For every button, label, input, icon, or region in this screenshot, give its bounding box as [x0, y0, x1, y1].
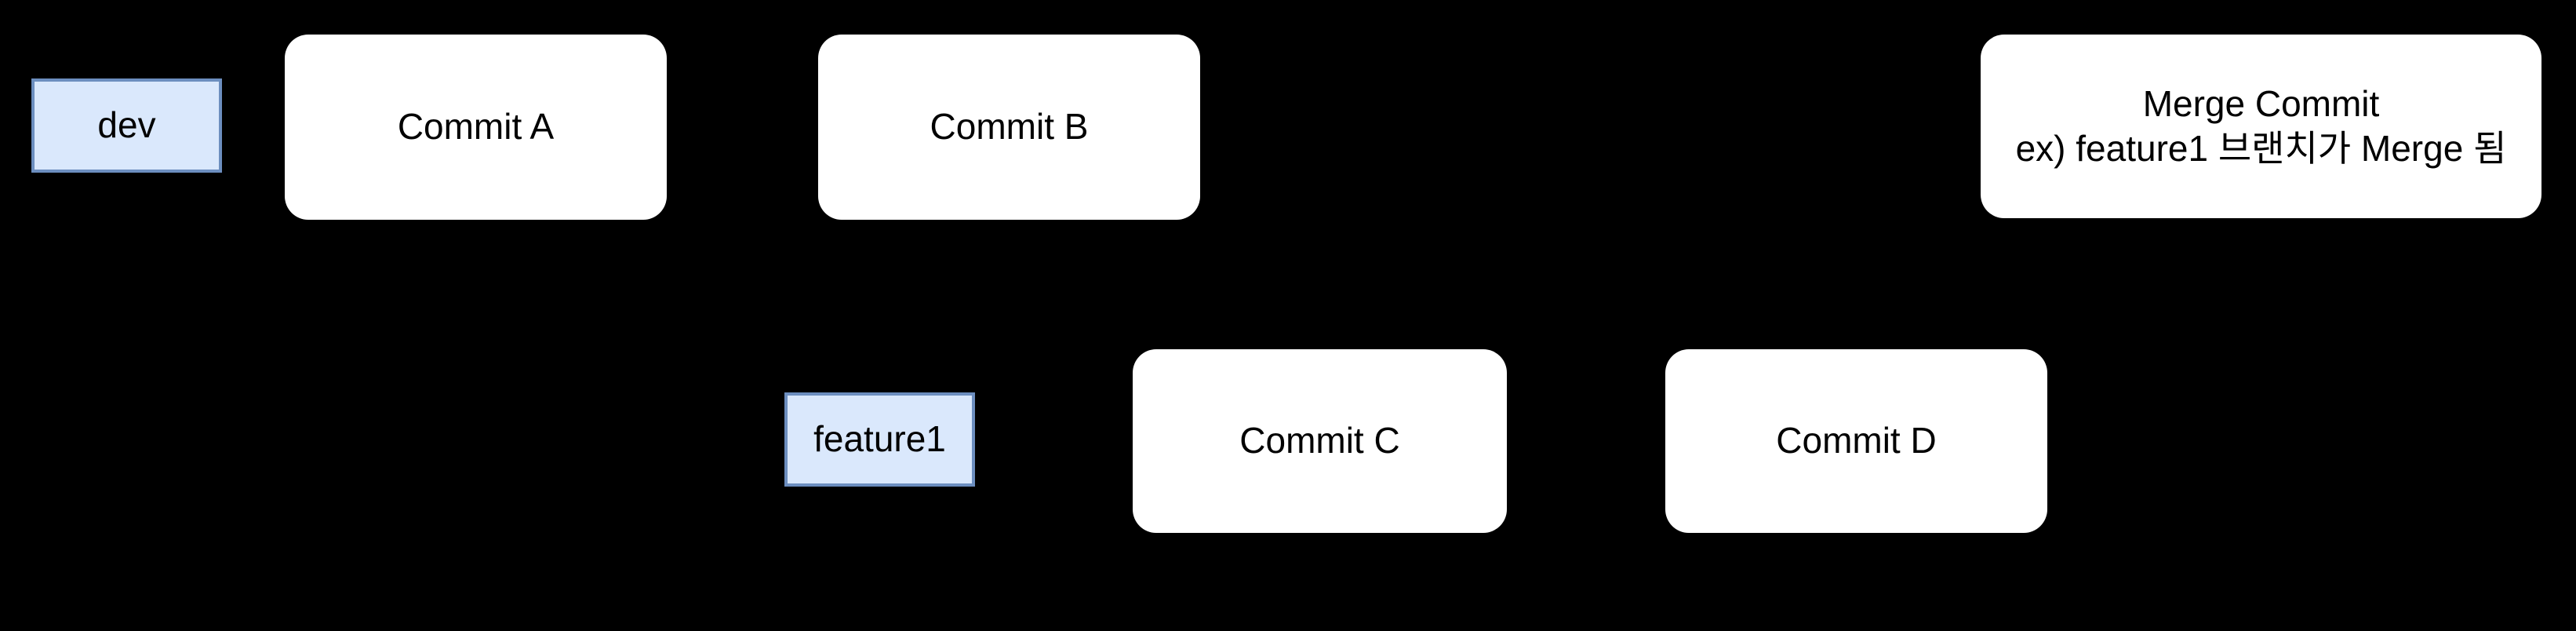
commit-node-c-text: Commit C	[1239, 420, 1400, 461]
commit-node-a[interactable]: Commit A	[285, 35, 667, 220]
branch-label-feature1-text: feature1	[813, 418, 946, 460]
commit-node-merge-text: Merge Commit ex) feature1 브랜치가 Merge 됨	[2015, 82, 2507, 170]
branch-label-dev-text: dev	[97, 104, 156, 146]
commit-node-b[interactable]: Commit B	[818, 35, 1200, 220]
commit-node-c[interactable]: Commit C	[1133, 349, 1507, 533]
commit-node-d-text: Commit D	[1776, 420, 1937, 461]
branch-label-dev[interactable]: dev	[31, 78, 222, 173]
commit-node-b-text: Commit B	[930, 106, 1089, 148]
commit-node-a-text: Commit A	[397, 106, 555, 148]
branch-label-feature1[interactable]: feature1	[784, 392, 975, 487]
commit-node-merge[interactable]: Merge Commit ex) feature1 브랜치가 Merge 됨	[1981, 35, 2541, 218]
commit-node-d[interactable]: Commit D	[1665, 349, 2047, 533]
